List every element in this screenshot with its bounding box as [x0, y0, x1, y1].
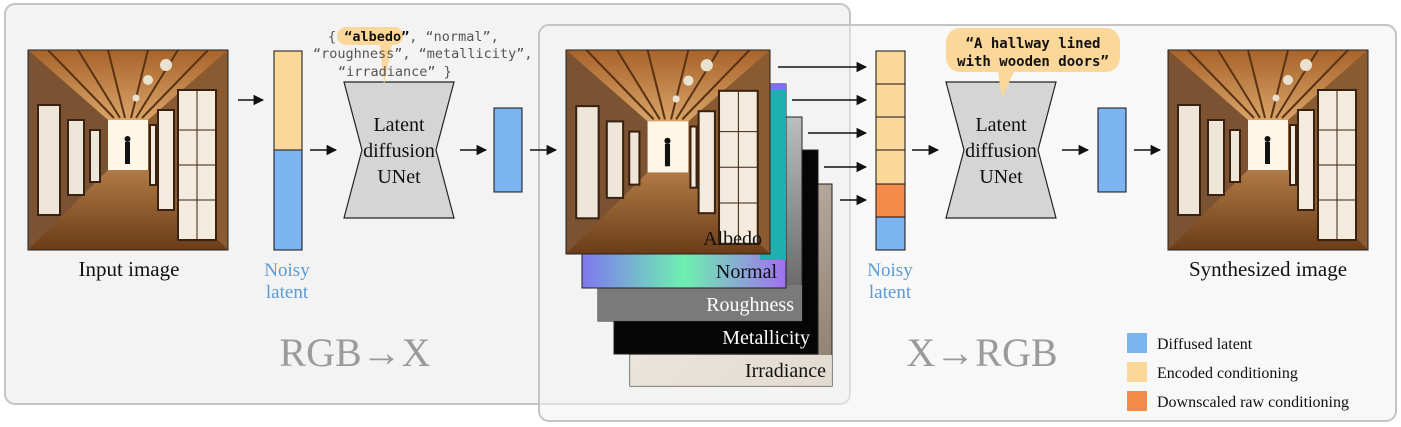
svg-text:{ “albedo”, “normal”,: { “albedo”, “normal”, — [328, 29, 499, 45]
left-prompt-rest1: , “normal”, — [409, 29, 498, 45]
left-noisy-label-line2: latent — [266, 282, 309, 303]
left-unet-line1: Latent — [373, 114, 425, 136]
legend-swatch-diffused — [1127, 333, 1147, 353]
layer-label-irradiance: Irradiance — [745, 360, 826, 382]
input-image-label: Input image — [79, 257, 180, 281]
left-noisy-latent-bar — [273, 50, 303, 251]
legend-swatch-raw — [1127, 391, 1147, 411]
synthesized-image-label: Synthesized image — [1189, 257, 1347, 281]
right-noisy-latent-bar — [875, 50, 906, 251]
left-prompt-line3: “irradiance” } — [338, 64, 452, 80]
rgb-to-x-title: RGB→X — [279, 330, 430, 375]
legend-label-encoded: Encoded conditioning — [1157, 365, 1298, 382]
right-prompt-bubble — [946, 28, 1120, 98]
left-unet-line2: diffusion — [363, 140, 435, 162]
right-unet-shape — [945, 81, 1057, 219]
right-unet-line3: UNet — [979, 166, 1023, 188]
synthesized-image — [1167, 49, 1369, 251]
left-unet-shape — [343, 81, 455, 219]
right-prompt-line2: with wooden doors” — [957, 54, 1109, 70]
left-prompt-highlight-text: “albedo” — [344, 29, 409, 45]
legend-label-diffused: Diffused latent — [1157, 336, 1253, 353]
left-prompt-open: { — [328, 29, 344, 45]
legend: Diffused latent Encoded conditioning Dow… — [1127, 333, 1349, 411]
right-output-latent — [1097, 107, 1127, 193]
layer-label-metallicity: Metallicity — [722, 327, 810, 349]
left-prompt-highlight — [337, 27, 403, 85]
left-output-latent — [493, 107, 523, 193]
right-unet-line1: Latent — [975, 114, 1027, 136]
layer-label-normal: Normal — [716, 261, 778, 283]
legend-label-raw: Downscaled raw conditioning — [1157, 394, 1349, 411]
input-image — [27, 49, 229, 251]
right-prompt-line1: “A hallway lined — [966, 36, 1101, 52]
right-unet-line2: diffusion — [965, 140, 1037, 162]
legend-swatch-encoded — [1127, 362, 1147, 382]
left-noisy-label-line1: Noisy — [264, 260, 310, 281]
x-to-rgb-title: X→RGB — [906, 330, 1057, 375]
layer-albedo — [565, 49, 771, 255]
layer-label-albedo: Albedo — [703, 228, 762, 250]
left-unet-line3: UNet — [377, 166, 421, 188]
left-prompt-line2: “roughness”, “metallicity”, — [313, 46, 532, 62]
right-noisy-label-line1: Noisy — [867, 260, 913, 281]
right-noisy-label-line2: latent — [869, 282, 912, 303]
layer-label-roughness: Roughness — [706, 294, 794, 316]
